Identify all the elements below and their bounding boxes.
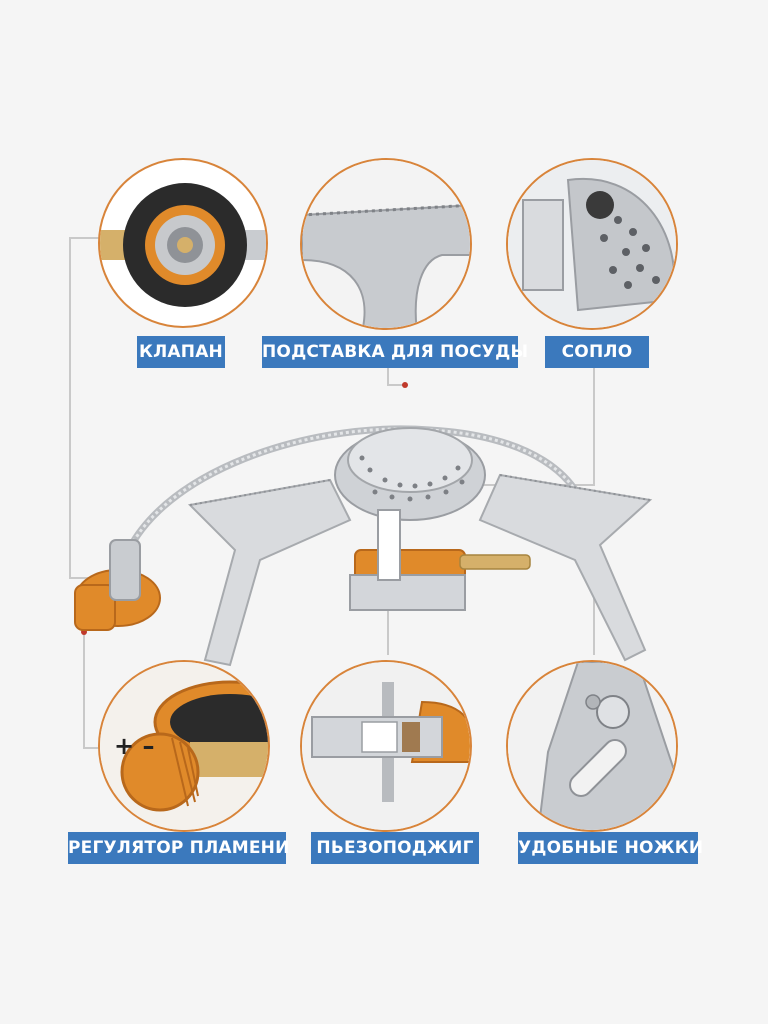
nozzle-closeup bbox=[506, 158, 678, 330]
label-nozzle: СОПЛО bbox=[545, 336, 649, 368]
flame-regulator-closeup: + – bbox=[98, 660, 270, 832]
label-flame-regulator: РЕГУЛЯТОР ПЛАМЕНИ bbox=[68, 832, 289, 864]
legs-closeup bbox=[506, 660, 678, 832]
valve-closeup bbox=[98, 158, 268, 328]
label-pot-support: ПОДСТАВКА ДЛЯ ПОСУДЫ bbox=[262, 336, 528, 368]
label-piezo-ignition: ПЬЕЗОПОДЖИГ bbox=[311, 832, 479, 864]
pot-support-closeup bbox=[300, 158, 472, 330]
regulator-markings: + – bbox=[114, 732, 155, 760]
piezo-ignition-closeup bbox=[300, 660, 472, 832]
label-comfortable-legs: УДОБНЫЕ НОЖКИ bbox=[518, 832, 703, 864]
label-valve: КЛАПАН bbox=[137, 336, 225, 368]
